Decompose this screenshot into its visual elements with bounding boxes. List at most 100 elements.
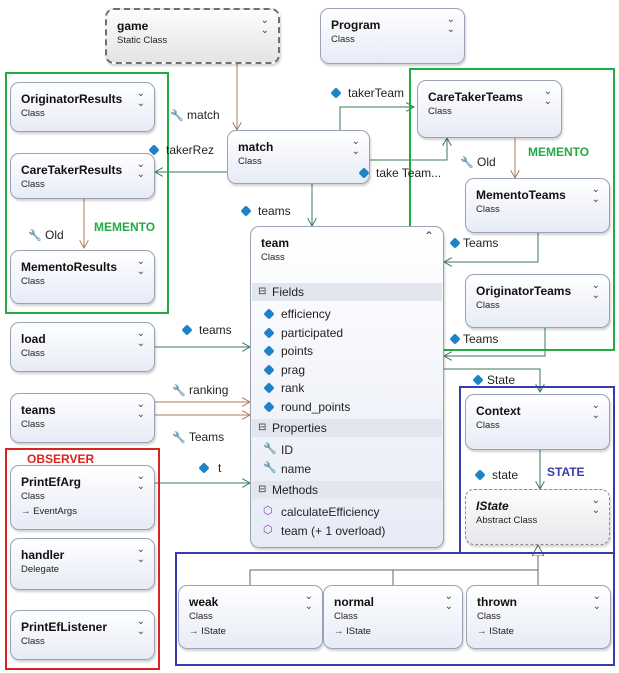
observer-group [5,448,160,670]
class-name: Program [331,18,381,32]
section-label: Fields [272,285,305,299]
chevron-double-down-icon[interactable]: ⌄⌄ [136,399,145,420]
chevron-double-down-icon[interactable]: ⌄⌄ [592,591,601,612]
method-member[interactable]: ⬡calculateEfficiency [263,505,380,519]
edge-memento-team [444,233,539,262]
field-member[interactable]: round_points [263,400,350,414]
class-name: normal [334,595,375,609]
assoc-load-teams-label: teams [181,323,232,337]
state-group-lower [175,552,615,666]
class-normal[interactable]: normal Class → IState ⌄⌄ [323,585,463,649]
class-stereotype: Abstract Class [476,515,538,526]
wrench-icon: 🔧 [263,462,277,474]
state-group-top-edge [175,552,461,554]
wrench-icon: 🔧 [172,385,186,397]
minus-toggle-icon[interactable]: ⊟ [258,484,267,495]
chevron-double-down-icon[interactable]: ⌄⌄ [136,328,145,349]
class-stereotype: Class [428,106,452,117]
chevron-double-down-icon[interactable]: ⌄⌄ [446,14,455,35]
field-icon [181,324,193,336]
chevron-double-down-icon[interactable]: ⌄⌄ [543,86,552,107]
property-member[interactable]: 🔧ID [263,443,293,457]
wrench-icon: 🔧 [28,230,42,242]
assoc-old-left-label: 🔧 Old [28,228,64,242]
class-caretaker-teams[interactable]: CareTakerTeams Class ⌄⌄ [417,80,562,138]
fields-section-header[interactable]: ⊟ Fields [252,283,442,301]
class-thrown[interactable]: thrown Class → IState ⌄⌄ [466,585,611,649]
class-stereotype: Class [334,611,358,622]
chevron-double-down-icon[interactable]: ⌄⌄ [591,280,600,301]
class-stereotype: Static Class [117,35,168,46]
edge-originator-team [444,328,546,356]
class-name: teams [21,403,56,417]
assoc-state-field-label: state [474,468,518,482]
chevron-double-down-icon[interactable]: ⌄⌄ [304,591,313,612]
class-name: PrintEfArg [21,475,81,489]
class-stereotype: Class [21,108,45,119]
assoc-takerteam-label: takerTeam [330,86,404,100]
field-member[interactable]: rank [263,381,304,395]
chevron-double-down-icon[interactable]: ⌄⌄ [591,400,600,421]
chevron-double-down-icon[interactable]: ⌄⌄ [136,616,145,637]
class-originator-results[interactable]: OriginatorResults Class ⌄⌄ [10,82,155,132]
properties-section-header[interactable]: ⊟ Properties [252,419,442,437]
assoc-state-label: State [472,373,515,387]
class-match[interactable]: match Class ⌄⌄ [227,130,370,184]
class-name: load [21,332,46,346]
chevron-double-down-icon[interactable]: ⌄⌄ [444,591,453,612]
class-stereotype: Class [21,419,45,430]
field-member[interactable]: points [263,344,313,358]
chevron-double-down-icon[interactable]: ⌄⌄ [260,15,269,36]
class-team[interactable]: team Class ⌃ ⊟ Fields efficiency partici… [250,226,444,548]
field-icon [263,308,275,320]
wrench-icon: 🔧 [172,432,186,444]
chevron-double-up-icon[interactable]: ⌃ [423,229,434,243]
class-name: weak [189,595,219,609]
chevron-double-down-icon[interactable]: ⌄⌄ [136,159,145,180]
class-print-ef-arg[interactable]: PrintEfArg Class → EventArgs ⌄⌄ [10,465,155,530]
class-weak[interactable]: weak Class → IState ⌄⌄ [178,585,323,649]
method-cube-icon: ⬡ [263,524,273,536]
chevron-double-down-icon[interactable]: ⌄⌄ [136,544,145,565]
method-cube-icon: ⬡ [263,505,273,517]
class-load[interactable]: load Class ⌄⌄ [10,322,155,372]
class-handler[interactable]: handler Delegate ⌄⌄ [10,538,155,590]
field-icon [263,364,275,376]
minus-toggle-icon[interactable]: ⊟ [258,286,267,297]
class-stereotype: Class [261,252,285,263]
chevron-double-down-icon[interactable]: ⌄⌄ [351,136,360,157]
class-memento-results[interactable]: MementoResults Class ⌄⌄ [10,250,155,304]
method-member[interactable]: ⬡team (+ 1 overload) [263,524,386,538]
class-istate[interactable]: IState Abstract Class ⌄⌄ [465,489,610,545]
assoc-teams-prop-label: 🔧 Teams [172,430,225,444]
class-name: game [117,19,149,33]
class-teams[interactable]: teams Class ⌄⌄ [10,393,155,443]
class-stereotype: Class [21,636,45,647]
chevron-double-down-icon[interactable]: ⌄⌄ [136,471,145,492]
class-print-ef-listener[interactable]: PrintEfListener Class ⌄⌄ [10,610,155,660]
chevron-double-down-icon[interactable]: ⌄⌄ [136,256,145,277]
field-member[interactable]: participated [263,326,343,340]
minus-toggle-icon[interactable]: ⊟ [258,422,267,433]
field-icon [330,87,342,99]
field-member[interactable]: efficiency [263,307,331,321]
class-caretaker-results[interactable]: CareTakerResults Class ⌄⌄ [10,153,155,199]
class-originator-teams[interactable]: OriginatorTeams Class ⌄⌄ [465,274,610,328]
base-class: → IState [477,626,514,637]
class-program[interactable]: Program Class ⌄⌄ [320,8,465,64]
class-stereotype: Class [189,611,213,622]
chevron-double-down-icon[interactable]: ⌄⌄ [136,88,145,109]
memento-right-title: MEMENTO [528,145,590,159]
chevron-double-down-icon[interactable]: ⌄⌄ [591,495,600,516]
methods-section-header[interactable]: ⊟ Methods [252,481,442,499]
edge-match-caretakerteams-2 [370,138,447,161]
field-member[interactable]: prag [263,363,305,377]
class-name: OriginatorTeams [476,284,572,298]
class-game[interactable]: game Static Class ⌄⌄ [105,8,280,64]
chevron-double-down-icon[interactable]: ⌄⌄ [591,184,600,205]
class-stereotype: Delegate [21,564,60,575]
property-member[interactable]: 🔧name [263,462,312,476]
class-memento-teams[interactable]: MementoTeams Class ⌄⌄ [465,178,610,233]
edge-match-caretakerteams [339,107,414,130]
class-context[interactable]: Context Class ⌄⌄ [465,394,610,450]
